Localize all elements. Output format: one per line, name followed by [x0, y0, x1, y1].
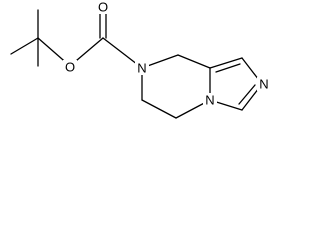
bond-ring-ch2-to-fused-carbon — [177, 54, 211, 69]
atom-carbonyl-oxygen: O — [98, 0, 108, 15]
atom-ester-oxygen: O — [65, 60, 75, 75]
atom-bridgehead-nitrogen: N — [205, 93, 214, 108]
bond-imidazole-double-inner — [215, 63, 241, 73]
bond-tbu-methyl-left — [10, 37, 39, 55]
atom-piperazine-nitrogen: N — [137, 61, 146, 76]
bond-imidazole-n-to-ch-double-inner — [238, 84, 256, 105]
atom-imidazole-nitrogen: N — [259, 77, 268, 92]
bond-imidazole-double-outer — [209, 57, 243, 69]
atom-labels: O O N N N — [63, 0, 271, 108]
chemical-structure: O O N N N — [10, 0, 271, 119]
bond-ring-ch2-ch2 — [141, 99, 177, 119]
